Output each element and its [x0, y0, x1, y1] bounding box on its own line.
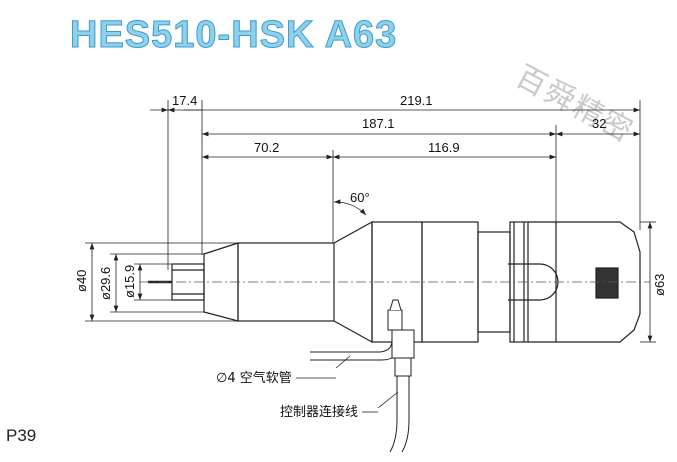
- callout-cable: 控制器连接线: [280, 404, 358, 420]
- dim-70-2: 70.2: [254, 140, 279, 155]
- callout-air-tube: ∅4 空气软管: [216, 370, 292, 386]
- dim-dia-63: ø63: [652, 274, 667, 296]
- hsk-shank: [528, 221, 641, 343]
- dim-17-4: 17.4: [172, 93, 197, 108]
- fittings: [310, 299, 415, 453]
- air-fitting: [387, 309, 403, 331]
- dim-187-1: 187.1: [362, 116, 395, 131]
- dim-dia-15-9: ø15.9: [122, 265, 137, 298]
- drawing-title: HES510-HSK A63: [69, 14, 398, 57]
- dim-116-9: 116.9: [428, 140, 460, 155]
- dim-angle-60: 60°: [350, 190, 370, 205]
- dim-32: 32: [592, 116, 606, 131]
- cable-connector: [391, 329, 415, 359]
- dim-dia-40: ø40: [74, 270, 89, 292]
- rear-connector: [595, 267, 619, 299]
- dim-dia-29-6: ø29.6: [98, 267, 113, 300]
- page-number: P39: [6, 426, 37, 445]
- dimension-lines: [85, 100, 656, 413]
- dim-219-1: 219.1: [400, 93, 433, 108]
